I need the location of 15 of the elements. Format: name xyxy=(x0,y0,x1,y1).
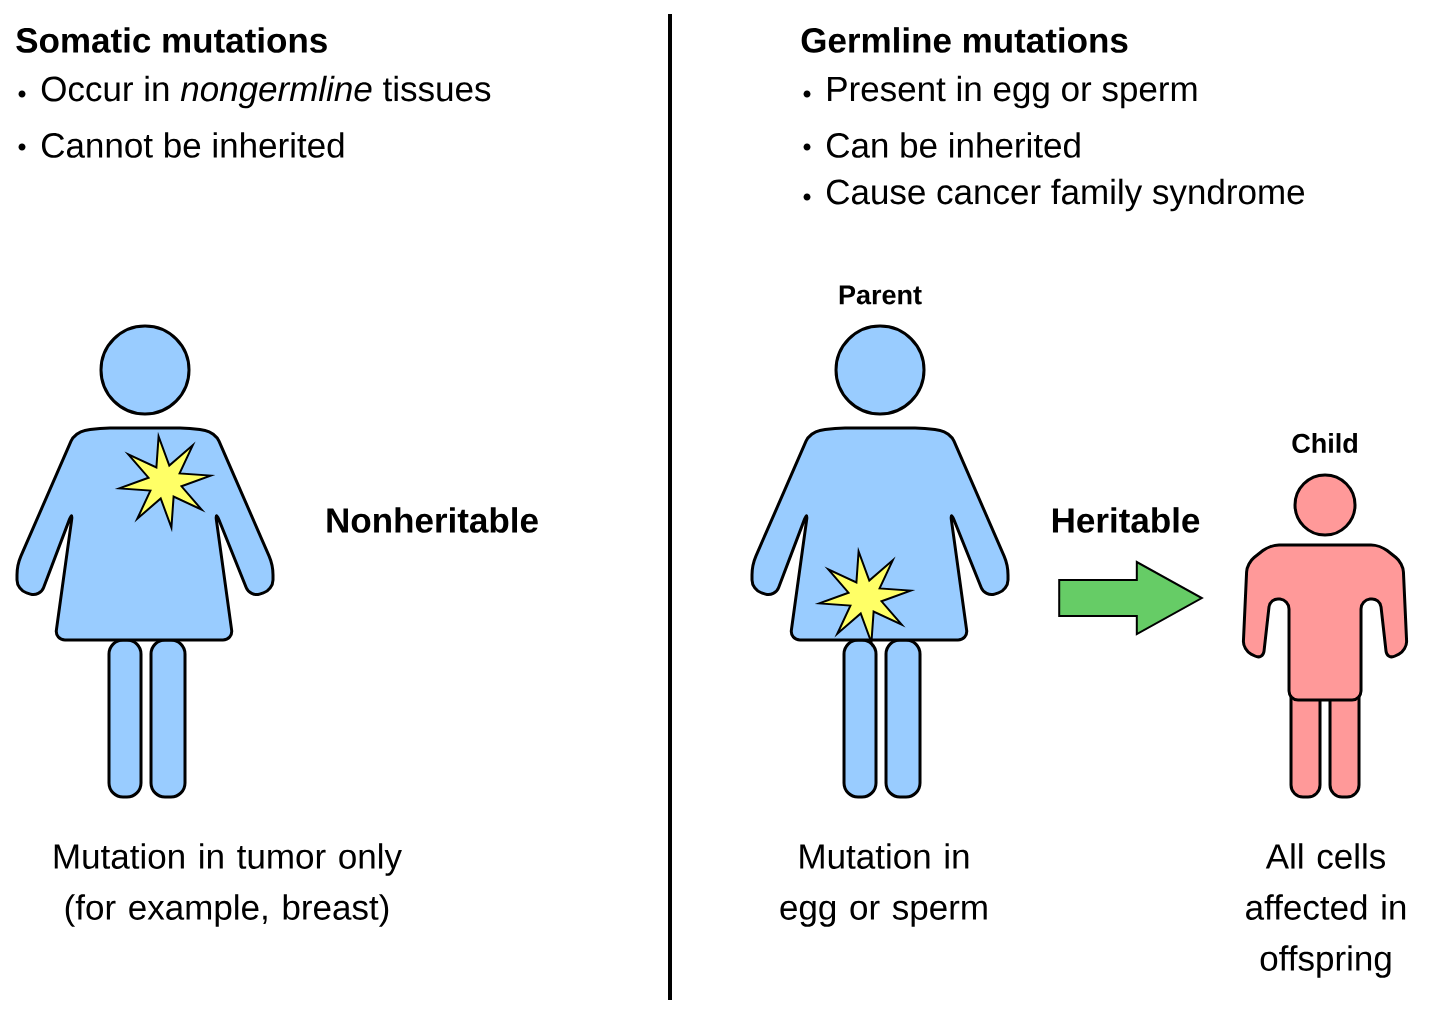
edge-label: Heritable xyxy=(1052,507,1200,533)
caption-text: Mutation in tumor only (for example, breast) xyxy=(54,843,402,927)
bullet-text: Present in egg or sperm xyxy=(828,75,1197,109)
block-arrow xyxy=(1058,560,1204,636)
heading: Somatic mutations xyxy=(16,27,327,53)
bullet-text: Cannot be inherited xyxy=(42,132,344,158)
figure-label: Child xyxy=(1292,433,1357,453)
bullet-text: Cause cancer family syndrome xyxy=(827,178,1305,212)
figure-label: Parent xyxy=(839,285,922,305)
bullet-text: Can be inherited xyxy=(827,132,1080,158)
caption-text: Mutation in egg or sperm xyxy=(780,843,987,927)
figure-label: Nonheritable xyxy=(327,507,538,533)
caption-text: All cells affected in offspring xyxy=(1246,843,1406,978)
heading: Germline mutations xyxy=(801,27,1128,53)
bullet-text: Occur in nongermline tissues xyxy=(41,75,491,109)
